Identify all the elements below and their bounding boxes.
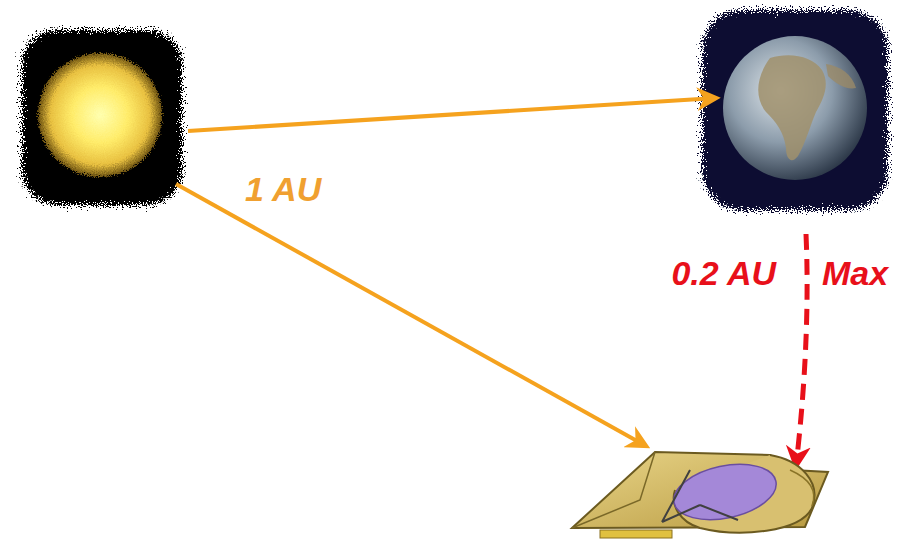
sun-halo — [22, 30, 182, 205]
sun — [22, 30, 182, 205]
earth-telescope-arrow — [796, 234, 807, 466]
earth-halo — [702, 10, 888, 210]
earth-land — [758, 55, 826, 160]
earth-globe — [723, 36, 867, 180]
distance-label: 1 AU — [245, 172, 321, 206]
support-struts — [662, 470, 738, 522]
shield-edge — [790, 470, 814, 506]
earth-land — [826, 64, 856, 88]
earth — [702, 10, 888, 210]
telescope — [572, 452, 828, 538]
instrument-bus — [600, 530, 672, 538]
sun-telescope-arrow — [176, 184, 646, 446]
qualifier-label: Max — [822, 256, 888, 290]
primary-mirror — [669, 456, 782, 528]
sun-earth-arrow — [188, 98, 716, 131]
sun-disc — [38, 53, 162, 177]
shield-fold — [572, 452, 655, 528]
distance-label: 0.2 AU — [671, 256, 776, 290]
